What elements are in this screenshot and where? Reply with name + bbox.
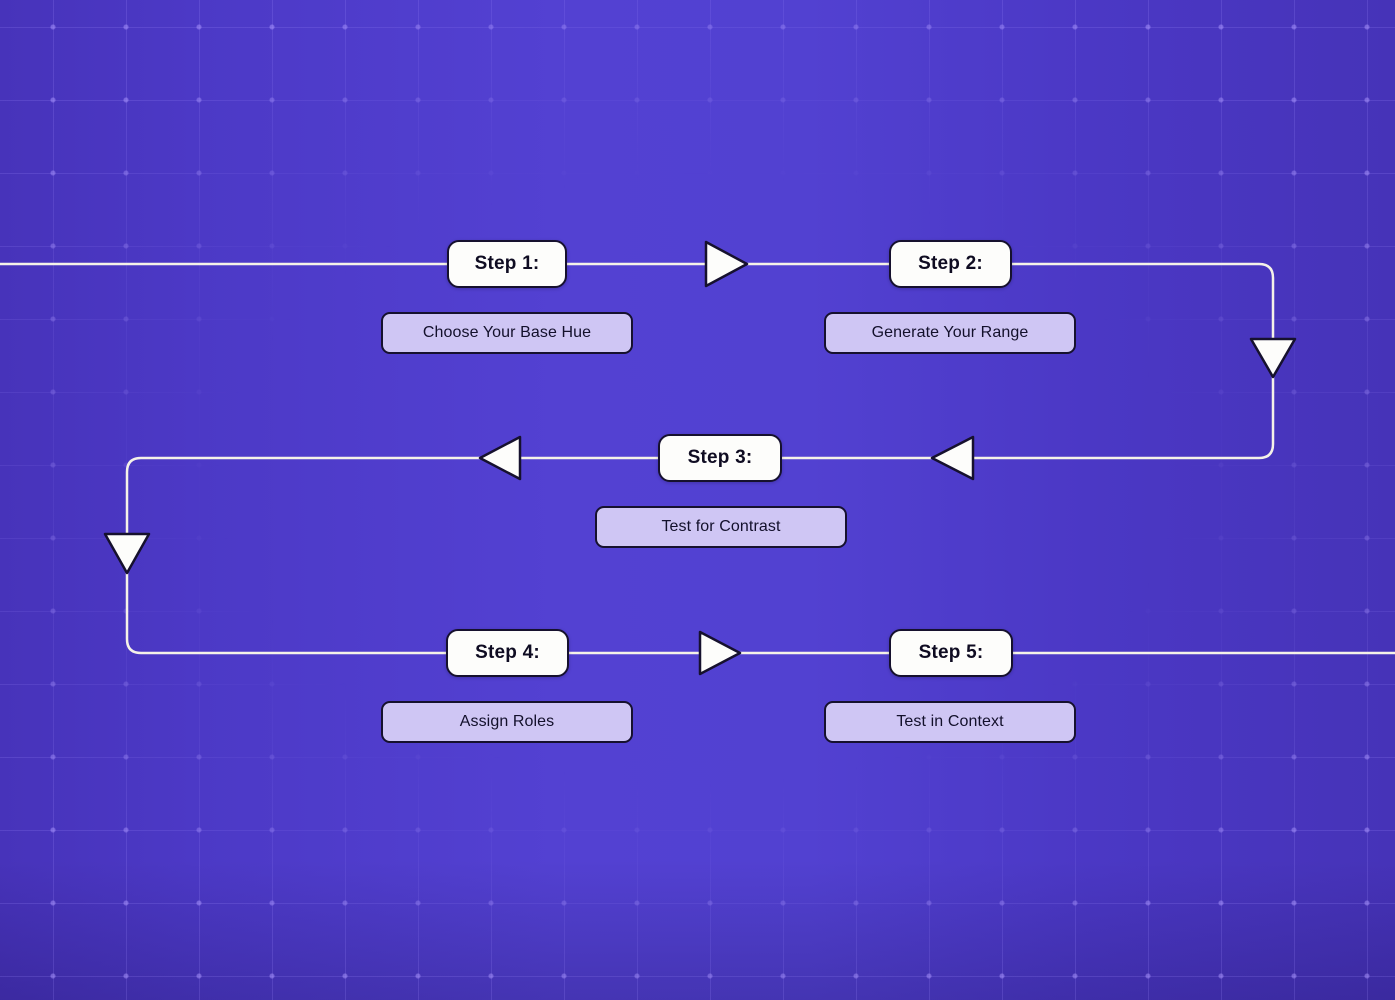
step-4-label-text: Assign Roles bbox=[459, 713, 555, 730]
step-3-title: Step 3: bbox=[687, 447, 753, 468]
step-5-label: Test in Context bbox=[824, 701, 1076, 743]
step-4-title: Step 4: bbox=[475, 642, 540, 663]
step-5-title: Step 5: bbox=[918, 642, 984, 663]
step-1-label-text: Choose Your Base Hue bbox=[422, 324, 592, 341]
step-5-node: Step 5: bbox=[889, 629, 1013, 677]
step-2-label: Generate Your Range bbox=[824, 312, 1076, 354]
step-3-label-text: Test for Contrast bbox=[661, 518, 781, 535]
step-4-label: Assign Roles bbox=[381, 701, 633, 743]
step-2-title: Step 2: bbox=[918, 253, 983, 274]
step-1-node: Step 1: bbox=[447, 240, 567, 288]
step-1-label: Choose Your Base Hue bbox=[381, 312, 633, 354]
step-4-node: Step 4: bbox=[446, 629, 569, 677]
step-5-label-text: Test in Context bbox=[896, 713, 1004, 730]
step-1-title: Step 1: bbox=[474, 253, 540, 274]
step-3-node: Step 3: bbox=[658, 434, 782, 482]
step-3-label: Test for Contrast bbox=[595, 506, 847, 548]
step-2-node: Step 2: bbox=[889, 240, 1012, 288]
step-2-label-text: Generate Your Range bbox=[871, 324, 1029, 341]
